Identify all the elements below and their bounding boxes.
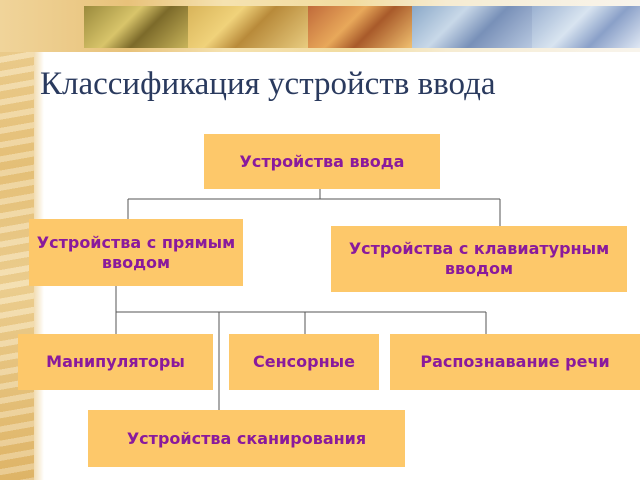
node-label: Устройства с клавиатурным вводом: [348, 239, 610, 278]
node-label: Распознавание речи: [420, 352, 610, 371]
banner-image-tile: [532, 6, 640, 48]
node-input-devices: Устройства ввода: [204, 134, 440, 189]
slide-title: Классификация устройств ввода: [40, 66, 496, 102]
node-label: Сенсорные: [253, 352, 355, 371]
node-direct-input: Устройства с прямым вводом: [29, 219, 243, 286]
node-scanning: Устройства сканирования: [88, 410, 405, 467]
node-label: Устройства с прямым вводом: [36, 232, 236, 272]
node-touch: Сенсорные: [229, 334, 379, 390]
node-speech-recognition: Распознавание речи: [390, 334, 640, 390]
banner-image-tile: [412, 6, 532, 48]
node-manipulators: Манипуляторы: [18, 334, 213, 390]
decorative-banner: [0, 0, 640, 52]
node-label: Устройства ввода: [239, 151, 405, 171]
banner-image-tile: [188, 6, 308, 48]
node-label: Манипуляторы: [46, 352, 185, 371]
banner-image-tile: [308, 6, 412, 48]
node-label: Устройства сканирования: [126, 428, 367, 448]
node-keyboard-input: Устройства с клавиатурным вводом: [331, 226, 627, 292]
banner-image-tile: [84, 6, 188, 48]
